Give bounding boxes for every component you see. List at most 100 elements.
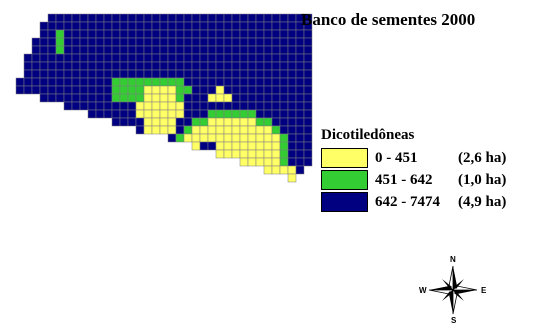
map-cell xyxy=(279,21,289,31)
map-cell xyxy=(239,29,249,39)
map-cell xyxy=(247,45,257,55)
map-cell xyxy=(183,77,193,87)
map-cell xyxy=(95,45,105,55)
map-cell xyxy=(87,77,97,87)
legend-item-high: 642 - 7474 (4,9 ha) xyxy=(321,191,506,213)
map-cell xyxy=(215,125,225,135)
map-title: Banco de sementes 2000 xyxy=(301,10,476,29)
map-cell xyxy=(55,61,65,71)
map-cell xyxy=(79,21,89,31)
map-cell xyxy=(303,157,313,167)
map-cell xyxy=(135,101,145,111)
map-cell xyxy=(263,21,273,31)
map-cell xyxy=(159,29,169,39)
map-cell xyxy=(207,53,217,63)
map-cell xyxy=(175,117,185,127)
map-cell xyxy=(239,61,249,71)
map-cell xyxy=(55,37,65,47)
map-cell xyxy=(191,77,201,87)
map-cell xyxy=(175,77,185,87)
map-cell xyxy=(279,77,289,87)
map-cell xyxy=(71,93,81,103)
map-cell xyxy=(199,85,209,95)
map-cell xyxy=(279,53,289,63)
map-cell xyxy=(31,69,41,79)
map-cell xyxy=(127,29,137,39)
map-cell xyxy=(55,93,65,103)
map-cell xyxy=(215,117,225,127)
map-cell xyxy=(111,29,121,39)
map-cell xyxy=(95,53,105,63)
map-cell xyxy=(63,61,73,71)
map-cell xyxy=(239,85,249,95)
map-cell xyxy=(295,149,305,159)
map-cell xyxy=(191,85,201,95)
map-cell xyxy=(71,37,81,47)
map-cell xyxy=(271,93,281,103)
map-cell xyxy=(247,149,257,159)
legend-swatch-high xyxy=(321,192,368,212)
map-cell xyxy=(183,109,193,119)
map-cell xyxy=(223,117,233,127)
map-cell xyxy=(135,29,145,39)
map-cell xyxy=(111,13,121,23)
map-cell xyxy=(287,101,297,111)
map-cell xyxy=(207,109,217,119)
map-cell xyxy=(247,93,257,103)
map-cell xyxy=(279,133,289,143)
map-cell xyxy=(239,133,249,143)
map-cell xyxy=(63,69,73,79)
map-cell xyxy=(207,45,217,55)
map-cell xyxy=(239,13,249,23)
map-cell xyxy=(191,61,201,71)
map-cell xyxy=(39,37,49,47)
map-cell xyxy=(239,141,249,151)
map-cell xyxy=(231,37,241,47)
map-cell xyxy=(295,101,305,111)
map-cell xyxy=(167,101,177,111)
map-cell xyxy=(231,77,241,87)
map-cell xyxy=(239,149,249,159)
map-cell xyxy=(263,53,273,63)
map-cell xyxy=(295,45,305,55)
map-cell xyxy=(119,77,129,87)
map-cell xyxy=(303,125,313,135)
map-cell xyxy=(223,53,233,63)
map-cell xyxy=(63,37,73,47)
map-cell xyxy=(143,53,153,63)
map-cell xyxy=(143,93,153,103)
map-cell xyxy=(191,37,201,47)
map-cell xyxy=(215,29,225,39)
map-cell xyxy=(135,13,145,23)
map-cell xyxy=(167,77,177,87)
map-cell xyxy=(271,133,281,143)
map-cell xyxy=(215,53,225,63)
legend-range-mid: 451 - 642 xyxy=(375,171,433,188)
map-cell xyxy=(71,77,81,87)
map-cell xyxy=(103,85,113,95)
map-cell xyxy=(255,53,265,63)
map-cell xyxy=(175,61,185,71)
map-cell xyxy=(207,69,217,79)
map-cell xyxy=(231,117,241,127)
map-cell xyxy=(303,141,313,151)
legend-title: Dicotiledôneas xyxy=(321,127,415,143)
map-cell xyxy=(303,117,313,127)
map-cell xyxy=(103,69,113,79)
map-cell xyxy=(191,13,201,23)
map-cell xyxy=(135,61,145,71)
map-cell xyxy=(287,21,297,31)
map-cell xyxy=(223,141,233,151)
map-cell xyxy=(239,157,249,167)
map-cell xyxy=(55,53,65,63)
map-cell xyxy=(303,61,313,71)
map-cell xyxy=(271,29,281,39)
map-cell xyxy=(95,21,105,31)
map-cell xyxy=(239,53,249,63)
map-cell xyxy=(119,53,129,63)
map-cell xyxy=(15,77,25,87)
map-cell xyxy=(271,77,281,87)
map-cell xyxy=(71,61,81,71)
map-cell xyxy=(247,133,257,143)
map-cell xyxy=(231,29,241,39)
